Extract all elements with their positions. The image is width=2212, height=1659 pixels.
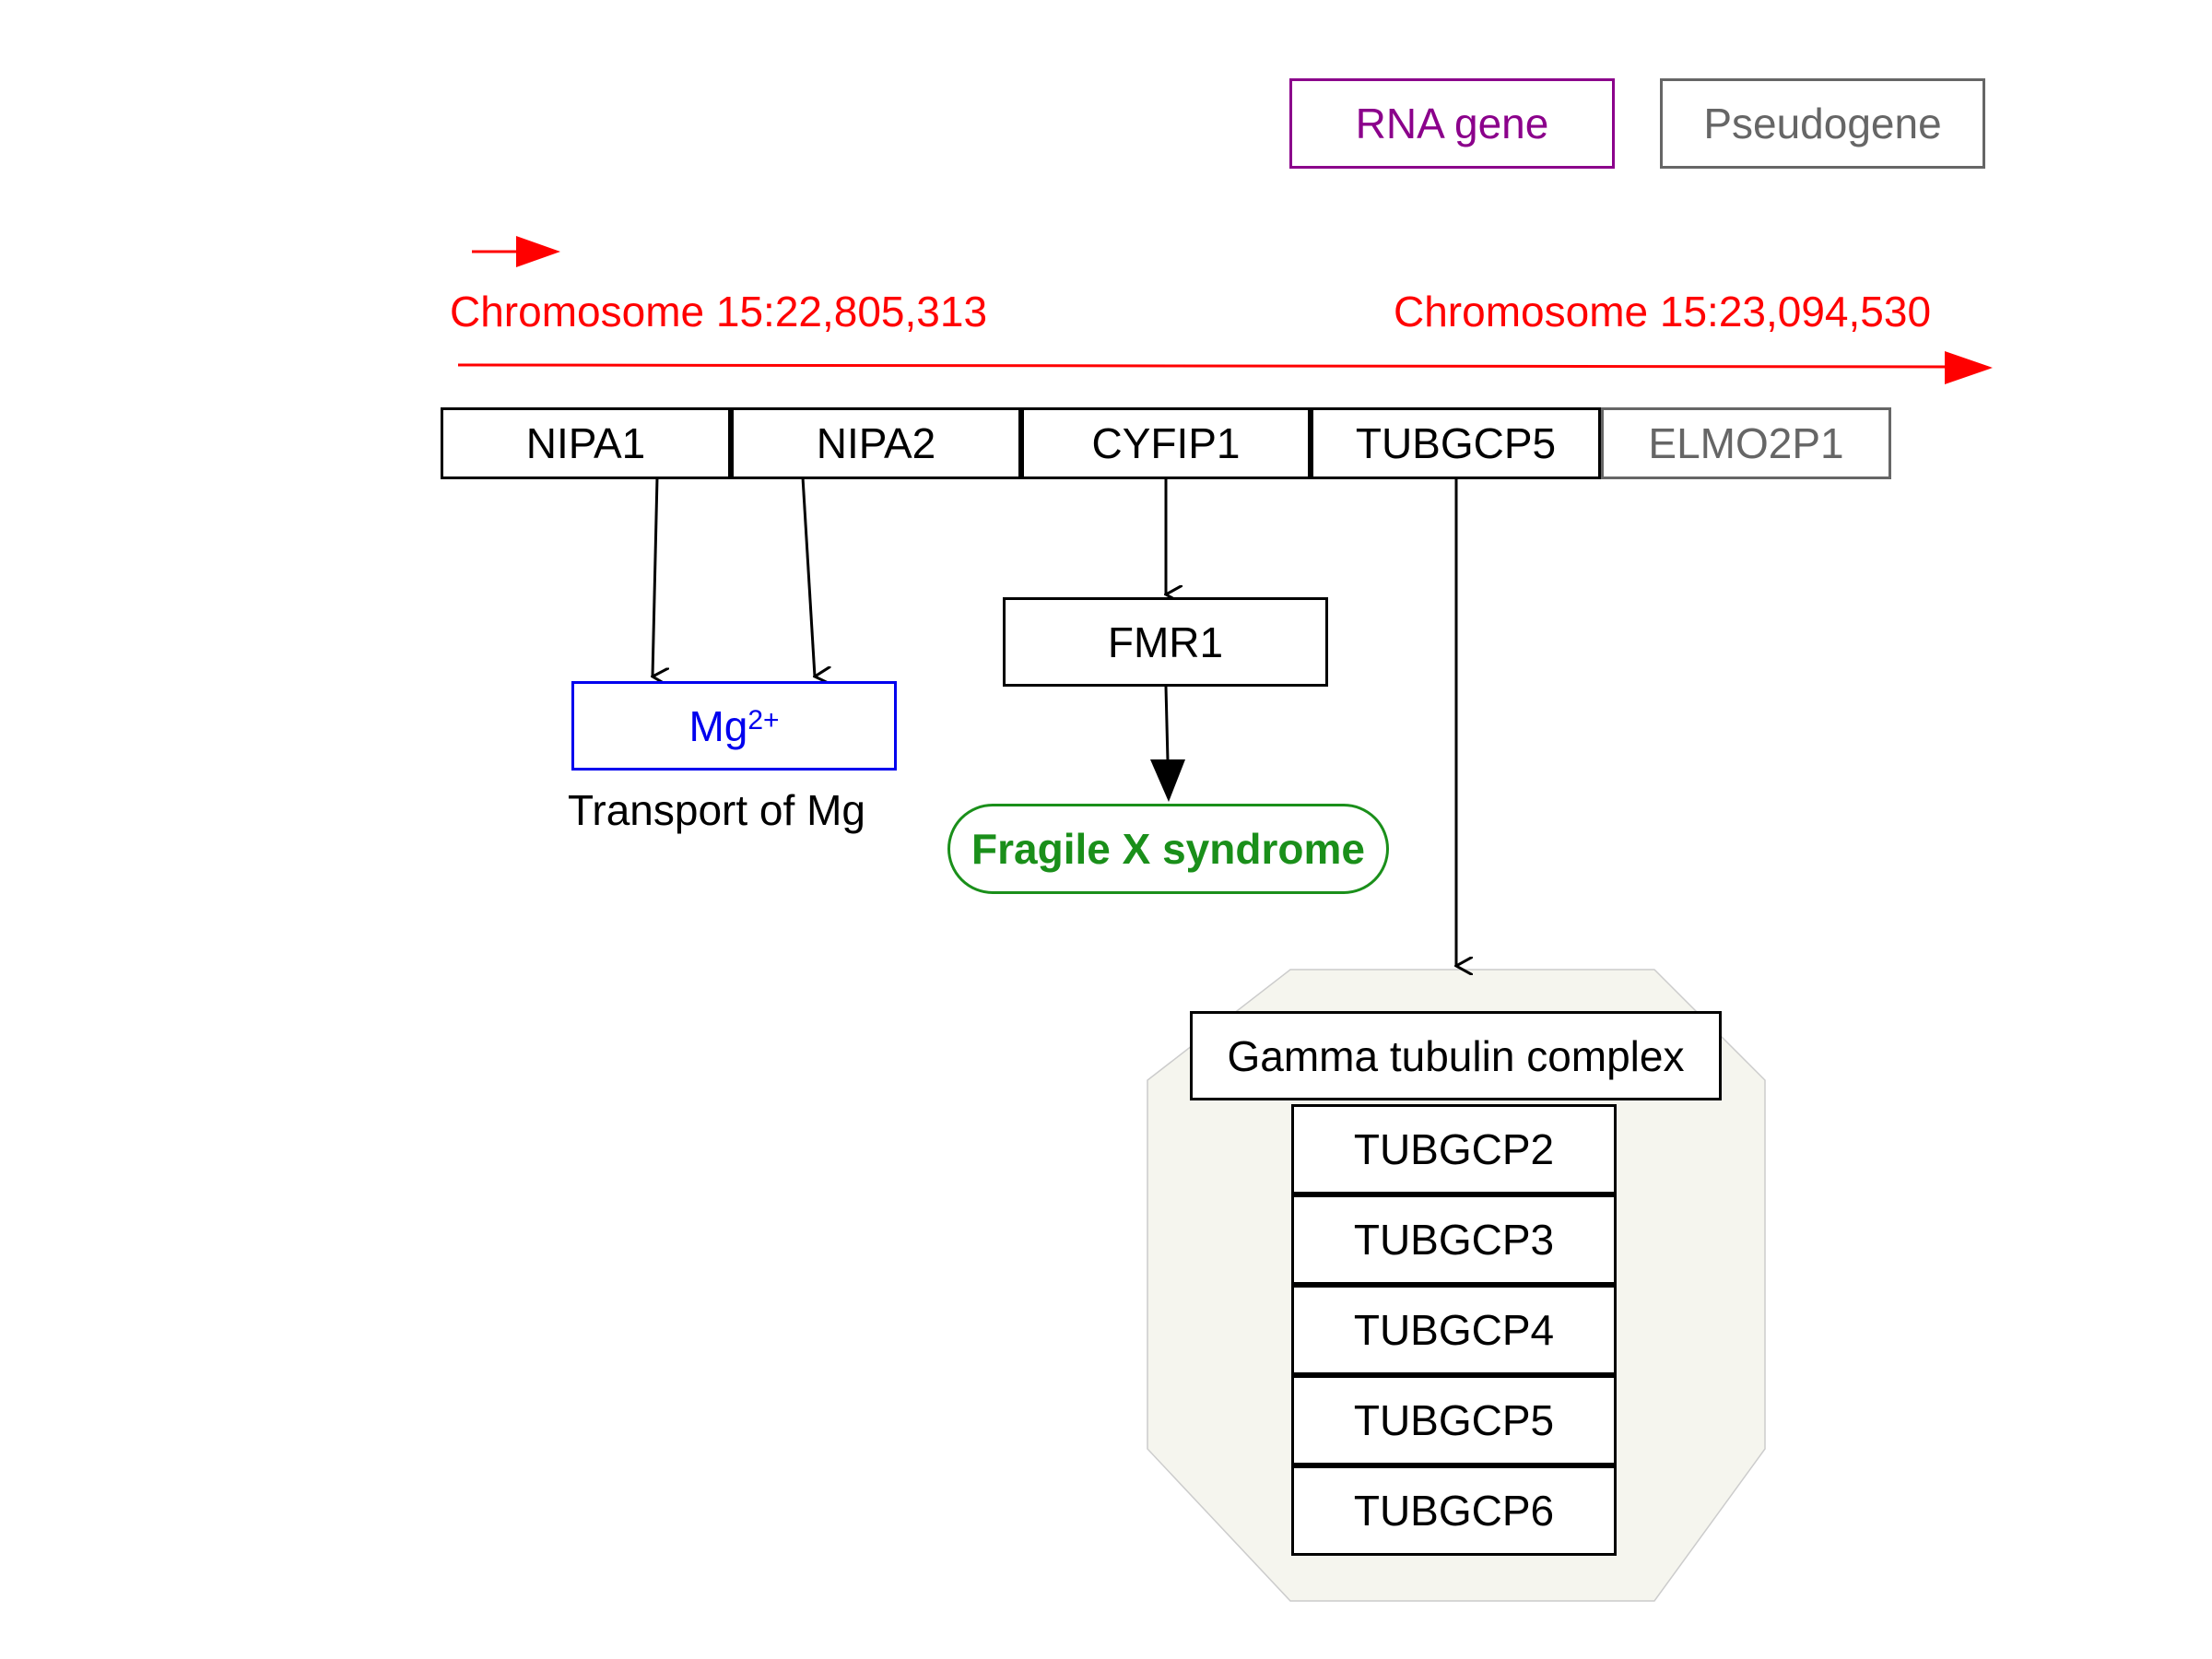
complex-member-tubgcp3: TUBGCP3 [1291,1194,1617,1285]
complex-member-label: TUBGCP3 [1353,1216,1555,1264]
direction-arrow [472,236,560,267]
complex-member-label: TUBGCP2 [1353,1125,1555,1173]
arrow-nipa2-mg [801,477,815,677]
complex-member-tubgcp4: TUBGCP4 [1291,1285,1617,1375]
fragile-x-syndrome-label: Fragile X syndrome [971,825,1365,873]
magnesium-symbol: Mg [688,701,748,750]
complex-member-tubgcp6: TUBGCP6 [1291,1465,1617,1556]
legend-pseudogene-label: Pseudogene [1703,100,1942,147]
magnesium-charge: 2+ [747,704,780,735]
gene-nipa2-label: NIPA2 [816,419,936,467]
complex-member-tubgcp5: TUBGCP5 [1291,1375,1617,1465]
gene-elmo2p1: ELMO2P1 [1601,407,1891,479]
magnesium-caption: Transport of Mg [568,786,865,834]
complex-member-label: TUBGCP4 [1353,1306,1555,1354]
gene-cyfip1: CYFIP1 [1021,407,1311,479]
gene-nipa2: NIPA2 [731,407,1021,479]
legend-pseudogene: Pseudogene [1660,78,1985,169]
complex-member-label: TUBGCP5 [1353,1396,1555,1444]
gene-cyfip1-label: CYFIP1 [1091,419,1241,467]
complex-member-tubgcp2: TUBGCP2 [1291,1104,1617,1194]
gene-elmo2p1-label: ELMO2P1 [1648,419,1844,467]
gene-nipa1: NIPA1 [441,407,731,479]
complex-title-box: Gamma tubulin complex [1190,1011,1722,1100]
fragile-x-syndrome-node: Fragile X syndrome [947,804,1389,894]
fmr1-label: FMR1 [1107,618,1224,666]
legend-rna-gene-label: RNA gene [1355,100,1549,147]
complex-title-label: Gamma tubulin complex [1227,1031,1685,1080]
legend-rna-gene: RNA gene [1289,78,1615,169]
complex-member-label: TUBGCP6 [1353,1487,1555,1535]
gene-tubgcp5-label: TUBGCP5 [1355,419,1557,467]
chromosome-end-label: Chromosome 15:23,094,530 [1394,288,1932,335]
arrow-fmr1-fragile-x [1150,686,1185,802]
gene-nipa1-label: NIPA1 [525,419,646,467]
fmr1-box: FMR1 [1003,597,1328,687]
chromosome-axis-arrow [457,351,1993,384]
chromosome-start-label: Chromosome 15:22,805,313 [450,288,988,335]
arrow-nipa1-mg [653,477,657,677]
gene-tubgcp5: TUBGCP5 [1311,407,1601,479]
